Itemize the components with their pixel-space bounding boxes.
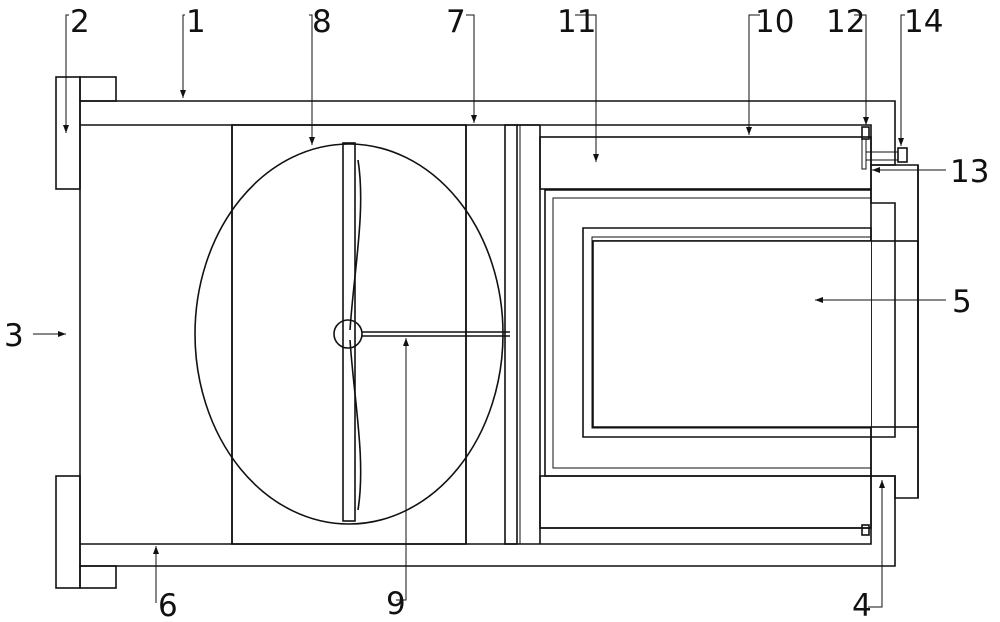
callout-5: 5 [952, 284, 972, 320]
callout-3: 3 [4, 318, 24, 354]
callout-7: 7 [446, 4, 466, 40]
callout-1: 1 [186, 4, 206, 40]
callout-2: 2 [70, 4, 90, 40]
flange [55, 76, 117, 589]
callout-11: 11 [557, 4, 596, 40]
callout-12: 12 [826, 4, 865, 40]
callout-10: 10 [755, 4, 794, 40]
filter-layer [544, 189, 872, 477]
partition-plate [504, 124, 541, 545]
callout-14: 14 [904, 4, 943, 40]
callouts: 1 2 3 4 5 6 7 8 9 10 11 12 13 14 [4, 4, 989, 622]
callout-8: 8 [312, 4, 332, 40]
callout-13: 13 [950, 154, 989, 190]
callout-4: 4 [852, 588, 872, 622]
callout-9: 9 [386, 586, 406, 622]
sensor-assembly [861, 126, 908, 536]
callout-6: 6 [158, 588, 178, 622]
leader-lines [33, 14, 946, 608]
fan-chamber [194, 124, 510, 545]
arrowheads [58, 90, 904, 554]
